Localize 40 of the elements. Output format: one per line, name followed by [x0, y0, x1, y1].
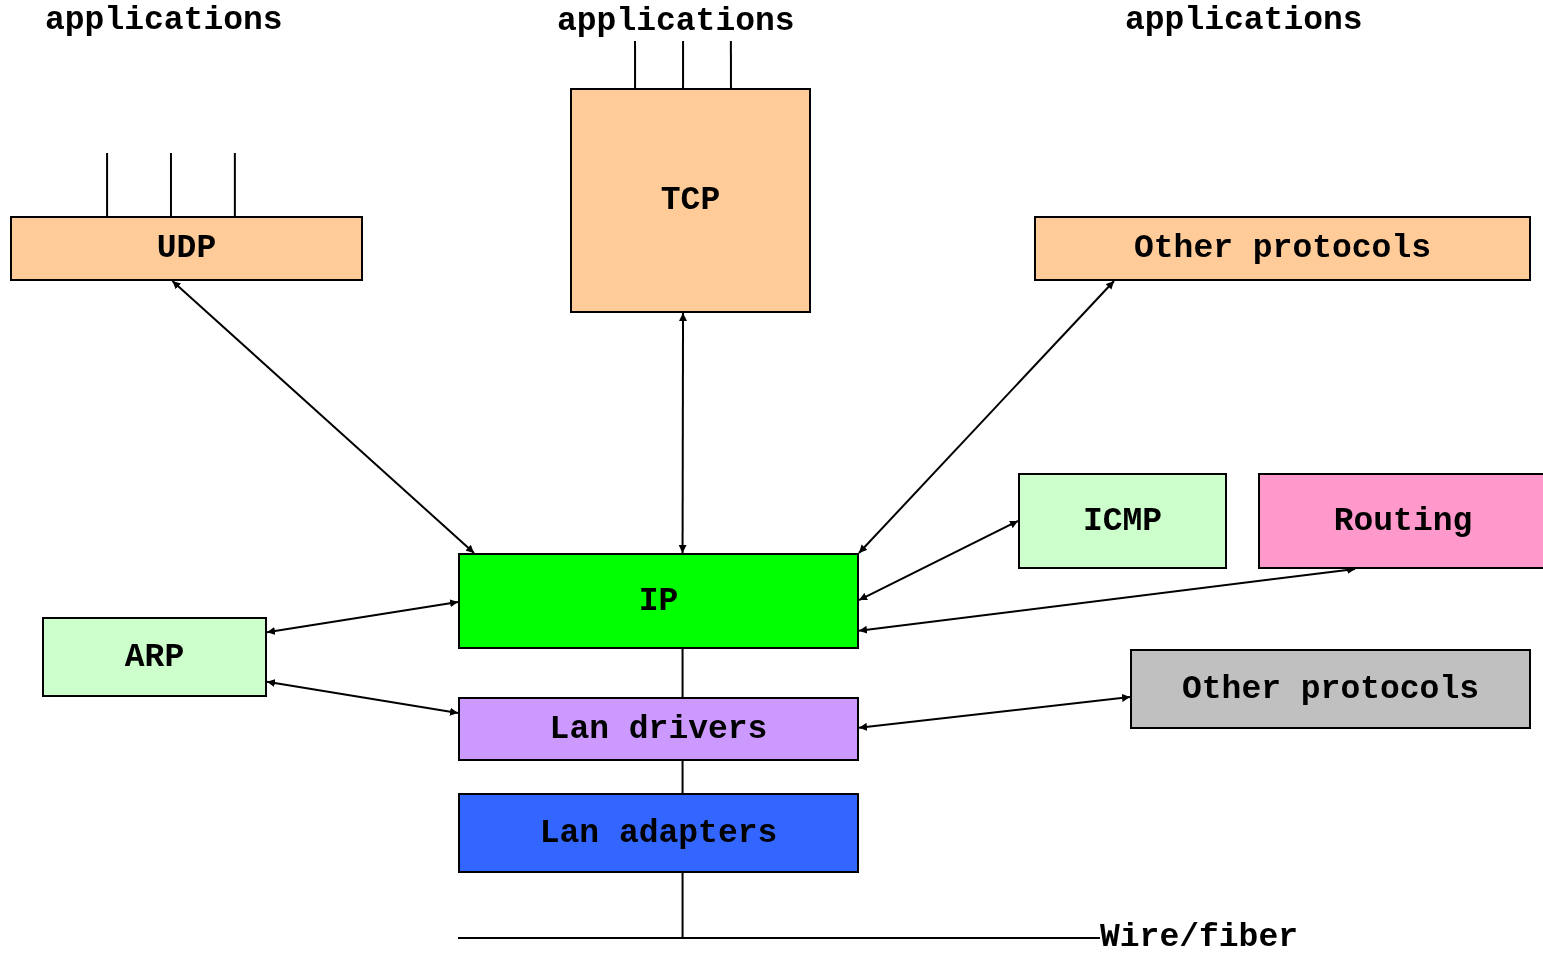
box-label: Other protocols [1133, 230, 1432, 267]
layer-label: applications [45, 2, 283, 39]
box-label: UDP [156, 230, 217, 267]
protocol-box [570, 88, 811, 313]
box-label: Other protocols [1181, 670, 1480, 708]
arrow [266, 679, 459, 716]
protocol-box [42, 617, 267, 697]
box-label: IP [638, 582, 679, 620]
box-label: Lan adapters [539, 814, 778, 852]
connector-line [233, 152, 236, 217]
connector-line [681, 648, 684, 698]
box-label: ICMP [1082, 502, 1163, 540]
protocol-box [1018, 473, 1227, 569]
protocol-box [10, 216, 363, 281]
protocol-box [1130, 649, 1531, 729]
wire-line [457, 872, 1101, 939]
arrow [266, 599, 459, 635]
arrow [858, 693, 1131, 731]
box-label: TCP [660, 182, 721, 219]
connector-line [682, 40, 685, 89]
adapter-box [458, 793, 859, 873]
protocol-box [1258, 473, 1543, 569]
connector-line [634, 40, 637, 89]
arrow [678, 312, 687, 554]
box-label: Routing [1333, 502, 1473, 540]
arrow [858, 520, 1019, 602]
driver-box [458, 697, 859, 761]
wire-label: Wire/fiber [1100, 918, 1299, 953]
connector-line [169, 152, 172, 217]
layer-label: applications [557, 3, 795, 40]
box-label: ARP [124, 638, 185, 676]
connector-line [729, 40, 732, 89]
connector-line [681, 760, 684, 794]
protocol-box [1034, 216, 1531, 281]
box-label: Lan drivers [549, 710, 768, 748]
layer-label: applications [1125, 2, 1363, 39]
protocol-box [458, 553, 859, 649]
arrow [171, 280, 476, 554]
arrow [858, 280, 1115, 554]
connector-line [106, 152, 109, 217]
